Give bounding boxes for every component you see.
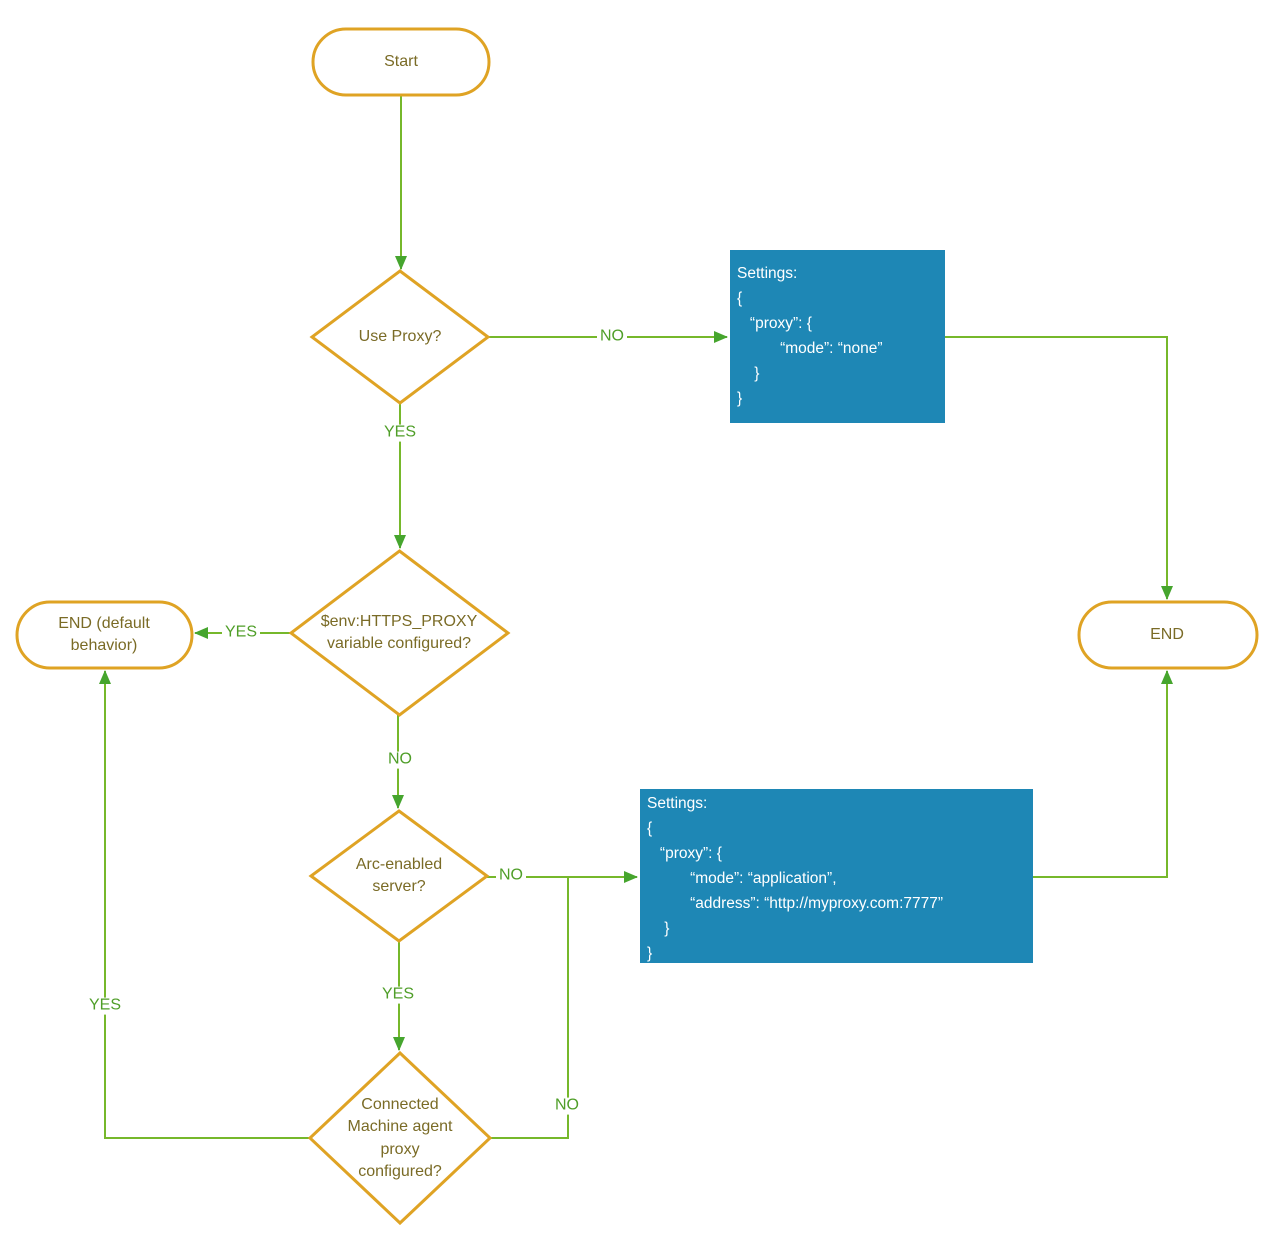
edge-label-https-proxy-yes: YES bbox=[221, 624, 261, 642]
code-line: “proxy”: { bbox=[737, 315, 812, 332]
use-proxy-decision-shape bbox=[309, 269, 491, 405]
edge-label-https-proxy-no: NO bbox=[385, 751, 415, 769]
end-default-node-label: END (default behavior) bbox=[58, 614, 150, 654]
code-line: “address”: “http://myproxy.com:7777” bbox=[647, 895, 944, 912]
code-line: Settings: bbox=[647, 795, 708, 812]
edge-label-use-proxy-yes: YES bbox=[380, 424, 420, 442]
edge-settings-application-to-end bbox=[1033, 670, 1173, 878]
settings-none-box: Settings: { “proxy”: { “mode”: “none” } … bbox=[730, 250, 945, 423]
edge-label-arc-yes: YES bbox=[378, 986, 418, 1004]
connected-machine-decision-shape bbox=[307, 1050, 493, 1226]
edge-connected-machine-no-junction bbox=[490, 878, 569, 1139]
end-default-node-shape bbox=[15, 600, 194, 670]
settings-application-box: Settings: { “proxy”: { “mode”: “applicat… bbox=[640, 789, 1033, 963]
code-line: “proxy”: { bbox=[647, 845, 722, 862]
edge-settings-none-to-end bbox=[945, 336, 1173, 600]
code-line: { bbox=[647, 820, 653, 837]
end-node-label: END bbox=[1150, 625, 1184, 643]
use-proxy-decision-label: Use Proxy? bbox=[358, 327, 442, 345]
edge-label-connected-machine-no: NO bbox=[552, 1097, 582, 1115]
code-line: { bbox=[737, 290, 743, 307]
code-line: } bbox=[647, 945, 653, 962]
arc-enabled-decision-label: Arc-enabled server? bbox=[355, 855, 443, 895]
start-node-shape bbox=[311, 27, 491, 97]
code-line: “mode”: “application”, bbox=[647, 870, 837, 887]
code-line: } bbox=[737, 365, 760, 382]
shapes bbox=[15, 27, 1259, 1226]
start-node-label: Start bbox=[384, 52, 418, 70]
code-line: Settings: bbox=[737, 265, 798, 282]
connected-machine-decision-label: Connected Machine agent proxy configured… bbox=[347, 1096, 453, 1181]
edge-label-use-proxy-no: NO bbox=[597, 328, 627, 346]
code-line: } bbox=[647, 920, 670, 937]
https-proxy-decision-shape bbox=[288, 549, 511, 717]
https-proxy-decision-label: $env:HTTPS_PROXY variable configured? bbox=[320, 612, 478, 652]
edge-label-connected-machine-yes: YES bbox=[85, 997, 125, 1015]
connectors bbox=[99, 95, 1173, 1139]
code-line: } bbox=[737, 390, 743, 407]
edge-connected-machine-yes-to-end-default bbox=[99, 670, 310, 1139]
edge-label-arc-no: NO bbox=[496, 867, 526, 885]
end-node-shape bbox=[1077, 600, 1259, 670]
code-line: “mode”: “none” bbox=[737, 340, 883, 357]
arc-enabled-decision-shape bbox=[308, 809, 490, 943]
